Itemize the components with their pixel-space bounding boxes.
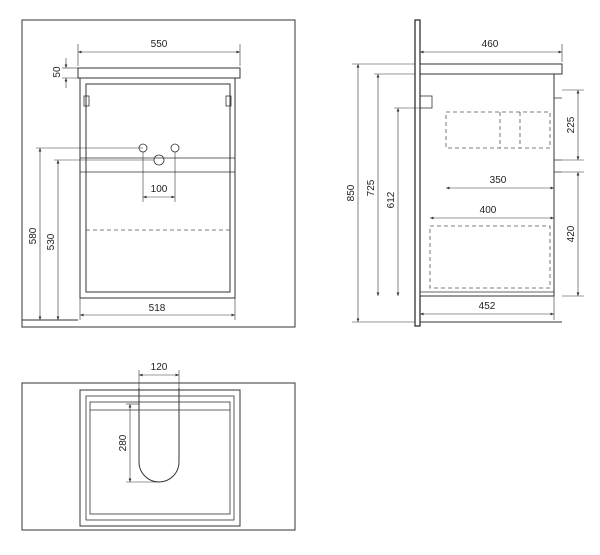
front-cabinet-body (79, 77, 236, 299)
side-basin-top (419, 63, 563, 75)
dim-label-225: 225 (566, 116, 577, 133)
tap-hole-right (170, 143, 180, 153)
side-bracket (419, 95, 433, 109)
top-view-frame (21, 382, 296, 531)
top-cabinet-inner (89, 401, 231, 515)
dim-label-850: 850 (346, 184, 357, 201)
front-basin-top (77, 67, 241, 79)
front-view-frame (21, 19, 296, 328)
side-drawer-upper (445, 111, 551, 149)
side-view: 460 850 725 612 225 420 350 400 452 (346, 19, 584, 327)
dim-label-550: 550 (151, 39, 168, 50)
dim-label-420: 420 (566, 225, 577, 242)
top-basin-outline (79, 389, 241, 527)
dim-label-50: 50 (52, 66, 63, 78)
front-hinge-right (225, 95, 232, 107)
dim-label-612: 612 (386, 191, 397, 208)
front-cabinet-inner (85, 83, 231, 293)
side-drawer-lower (429, 225, 551, 289)
dim-label-350: 350 (490, 175, 507, 186)
top-cabinet-outline (85, 395, 235, 521)
dim-label-518: 518 (149, 303, 166, 314)
front-hinge-left (83, 95, 90, 107)
drain-hole (153, 154, 165, 166)
top-view: 120 280 (21, 362, 296, 531)
dim-label-725: 725 (366, 179, 377, 196)
side-cabinet (419, 73, 555, 297)
dim-label-530: 530 (46, 233, 57, 250)
dim-label-460: 460 (482, 39, 499, 50)
dim-label-100: 100 (151, 184, 168, 195)
dim-label-452: 452 (479, 301, 496, 312)
dim-label-580: 580 (28, 227, 39, 244)
side-siphon (554, 97, 562, 173)
dim-label-120: 120 (151, 362, 168, 373)
front-view: 550 50 580 530 100 518 (21, 19, 296, 328)
dim-label-400: 400 (480, 205, 497, 216)
dim-label-280: 280 (118, 434, 129, 451)
side-wall (414, 19, 421, 327)
